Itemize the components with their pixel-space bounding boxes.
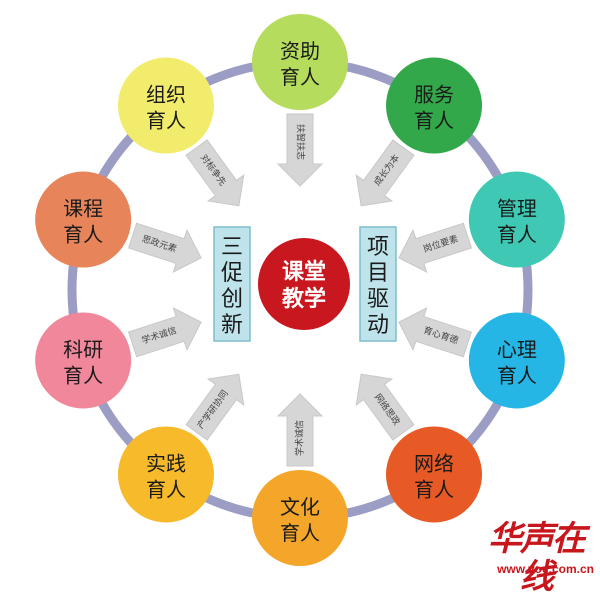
node-label-line: 心理 — [497, 337, 537, 361]
arrow-keyan: 学术诚信 — [127, 307, 202, 358]
node-circle — [117, 426, 214, 523]
node-label-line: 课程 — [63, 197, 103, 221]
arrow-fuwu: 成长为本 — [355, 139, 415, 207]
node-label-line: 育人 — [63, 363, 103, 387]
arrow-shape — [355, 373, 415, 441]
node-label-line: 育人 — [280, 65, 320, 89]
node-circle — [252, 14, 348, 110]
node-label-line: 育人 — [280, 521, 320, 545]
node-label-line: 育人 — [497, 363, 537, 387]
arrow-shijian: 产学研协同 — [185, 373, 245, 441]
arrow-shape — [127, 307, 202, 358]
san-cu-chuang-xin-box: 三 促 创 新 — [213, 226, 251, 342]
node-label-line: 育人 — [63, 223, 103, 247]
right-box-char: 项 — [367, 235, 389, 260]
node-label-line: 组织 — [146, 83, 186, 107]
node-circle — [468, 171, 565, 268]
center-node-classroom-teaching: 课堂 教学 — [258, 238, 350, 330]
left-box-char: 创 — [221, 287, 243, 312]
node-circle — [35, 171, 132, 268]
arrow-shape — [185, 373, 245, 441]
node-label-line: 科研 — [63, 337, 103, 361]
node-label-line: 资助 — [280, 39, 320, 63]
arrow-wangluo: 网络思政 — [355, 373, 415, 441]
node-label-line: 育人 — [414, 109, 454, 133]
left-box-char: 促 — [221, 261, 243, 286]
arrow-shape — [185, 139, 245, 207]
node-label-line: 育人 — [414, 477, 454, 501]
arrow-shape — [276, 393, 324, 467]
node-label-line: 文化 — [280, 495, 320, 519]
center-label-line: 教学 — [282, 286, 326, 312]
left-box-char: 新 — [221, 313, 243, 338]
watermark-logo: 华声在线 — [488, 519, 586, 597]
node-label-line: 育人 — [146, 477, 186, 501]
arrow-label: 扶智扶志 — [295, 124, 307, 160]
xiang-mu-qu-dong-box: 项 目 驱 动 — [359, 226, 397, 342]
arrow-zuzhi: 对标争先 — [185, 139, 245, 207]
arrow-shape — [355, 139, 415, 207]
arrow-xinli: 育心育德 — [398, 307, 473, 358]
node-circle — [35, 312, 132, 409]
arrow-shape — [398, 307, 473, 358]
right-box-char: 驱 — [367, 287, 389, 312]
node-label-line: 网络 — [414, 451, 454, 475]
node-circle — [252, 470, 348, 566]
arrow-shape — [398, 222, 473, 273]
arrow-guanli: 岗位要素 — [398, 222, 473, 273]
node-circle — [386, 57, 483, 154]
node-circle — [468, 312, 565, 409]
watermark-url: www.voc.com.cn — [497, 562, 594, 576]
node-label-line: 育人 — [497, 223, 537, 247]
node-label-line: 实践 — [146, 451, 186, 475]
arrow-label: 学术诚信 — [294, 420, 306, 456]
right-box-char: 目 — [367, 261, 389, 286]
center-label-line: 课堂 — [282, 260, 326, 285]
arrow-zizhu: 扶智扶志 — [276, 113, 324, 187]
arrows-layer: 扶智扶志成长为本岗位要素育心育德网络思政学术诚信产学研协同学术诚信思政元素对标争… — [127, 113, 473, 467]
arrow-shape — [127, 222, 202, 273]
node-label-line: 育人 — [146, 109, 186, 133]
arrow-shape — [276, 113, 324, 187]
node-circle — [386, 426, 483, 523]
node-circle — [117, 57, 214, 154]
right-box-char: 动 — [367, 313, 389, 338]
node-label-line: 管理 — [497, 197, 537, 221]
arrow-kecheng: 思政元素 — [127, 222, 202, 273]
node-label-line: 服务 — [414, 83, 454, 107]
left-box-char: 三 — [221, 235, 243, 260]
arrow-wenhua: 学术诚信 — [276, 393, 324, 467]
